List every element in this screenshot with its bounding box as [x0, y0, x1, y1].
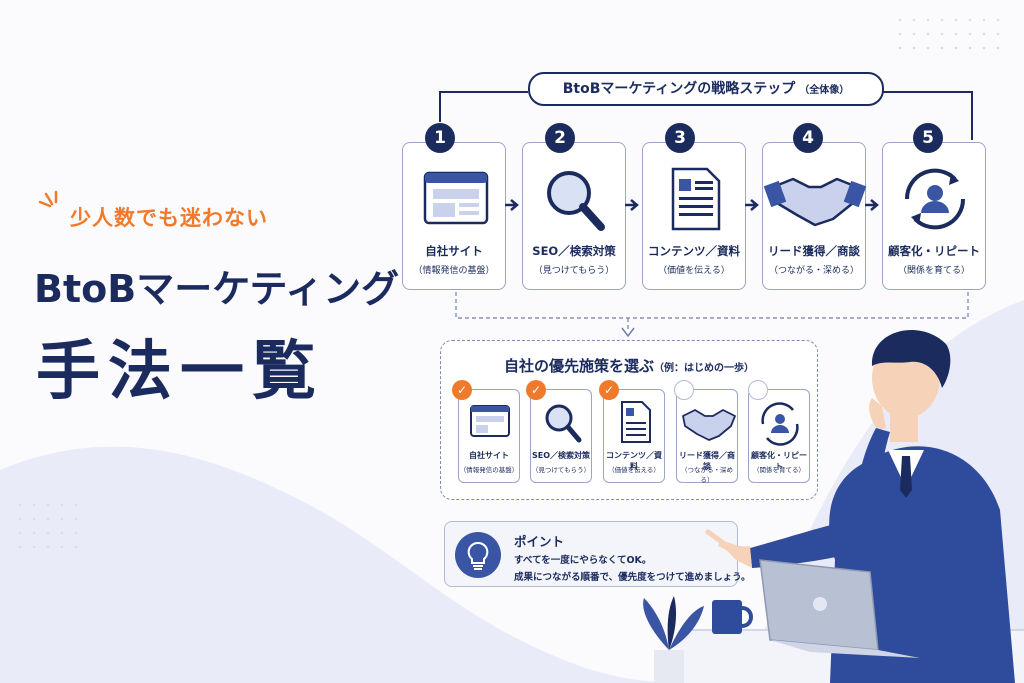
- step-number-1: 1: [425, 123, 455, 153]
- handshake-icon: [682, 409, 736, 441]
- step-number-2: 2: [545, 123, 575, 153]
- priority-selection-title: 自社の優先施策を選ぶ（例：はじめの一歩）: [441, 355, 817, 376]
- priority-card-retention[interactable]: 顧客化・リピート （関係を育てる）: [748, 389, 810, 483]
- priority-checkbox-checked[interactable]: ✓: [452, 380, 472, 400]
- arrow-right-icon: [745, 199, 759, 211]
- priority-sub: （価値を伝える）: [608, 466, 660, 474]
- point-line-2: 成果につながる順番で、優先度をつけて進めましょう。: [514, 572, 751, 583]
- priority-label: コンテンツ／資料: [606, 451, 662, 471]
- user-cycle-icon: [904, 168, 966, 230]
- handshake-icon: [763, 177, 867, 227]
- hero-title-line2: 手法一覧: [36, 335, 324, 409]
- magnifier-icon: [547, 171, 605, 231]
- strategy-header: BtoBマーケティングの戦略ステップ（全体像）: [528, 72, 884, 106]
- spark-icon: [38, 190, 58, 208]
- step-label: SEO／検索対策: [532, 244, 616, 258]
- priority-sub: （関係を育てる）: [753, 466, 805, 474]
- priority-sub: （情報発信の基盤）: [459, 466, 519, 474]
- priority-label: 顧客化・リピート: [751, 451, 807, 471]
- strategy-header-title: BtoBマーケティングの戦略ステップ: [562, 81, 796, 97]
- step-number-4: 4: [793, 123, 823, 153]
- priority-label: 自社サイト: [469, 451, 509, 460]
- hero-tagline: 少人数でも迷わない: [70, 206, 268, 230]
- priority-card-content[interactable]: コンテンツ／資料 （価値を伝える）: [603, 389, 665, 483]
- priority-card-website[interactable]: 自社サイト （情報発信の基盤）: [458, 389, 520, 483]
- priority-checkbox-unchecked[interactable]: [748, 380, 768, 400]
- priority-title-note: （例：はじめの一歩）: [654, 363, 754, 374]
- step-card-5: 顧客化・リピート （関係を育てる）: [882, 142, 986, 290]
- priority-sub: （見つけてもらう）: [531, 466, 591, 474]
- step-card-3: コンテンツ／資料 （価値を伝える）: [642, 142, 746, 290]
- step-label: コンテンツ／資料: [648, 244, 740, 258]
- step-label: 自社サイト: [425, 244, 483, 258]
- priority-label: リード獲得／商談: [679, 451, 735, 471]
- businessman-illustration: [643, 330, 1024, 683]
- step-number-3: 3: [665, 123, 695, 153]
- step-sub: （見つけてもらう）: [533, 266, 615, 276]
- arrow-right-icon: [865, 199, 879, 211]
- arrow-right-icon: [625, 199, 639, 211]
- magnifier-icon: [545, 404, 582, 443]
- strategy-header-note: （全体像）: [799, 85, 850, 96]
- priority-card-leads[interactable]: リード獲得／商談 （つながる・深める）: [676, 389, 738, 484]
- step-sub: （関係を育てる）: [897, 266, 970, 276]
- priority-checkbox-checked[interactable]: ✓: [526, 380, 546, 400]
- point-title: ポイント: [514, 534, 565, 549]
- step-card-4: リード獲得／商談 （つながる・深める）: [762, 142, 867, 290]
- step-label: リード獲得／商談: [768, 244, 860, 258]
- point-line-1: すべてを一度にやらなくてOK。: [514, 555, 652, 566]
- website-icon: [470, 405, 510, 437]
- priority-label: SEO／検索対策: [531, 451, 591, 460]
- arrow-right-icon: [505, 199, 519, 211]
- user-cycle-icon: [761, 402, 799, 446]
- document-icon: [621, 401, 651, 443]
- document-icon: [671, 167, 721, 231]
- point-icon-circle: [455, 532, 501, 578]
- priority-checkbox-checked[interactable]: ✓: [599, 380, 619, 400]
- step-sub: （つながる・深める）: [768, 266, 859, 276]
- website-icon: [423, 171, 489, 225]
- lightbulb-icon: [467, 541, 489, 570]
- step-card-1: 自社サイト （情報発信の基盤）: [402, 142, 506, 290]
- step-label: 顧客化・リピート: [888, 244, 980, 258]
- priority-card-seo[interactable]: SEO／検索対策 （見つけてもらう）: [530, 389, 592, 483]
- hero-title-line1: BtoBマーケティング: [34, 267, 400, 311]
- priority-sub: （つながる・深める）: [681, 466, 733, 484]
- step-sub: （価値を伝える）: [658, 266, 730, 276]
- priority-checkbox-unchecked[interactable]: [674, 380, 694, 400]
- step-sub: （情報発信の基盤）: [413, 266, 495, 276]
- step-number-5: 5: [913, 123, 943, 153]
- step-card-2: SEO／検索対策 （見つけてもらう）: [522, 142, 626, 290]
- priority-title-text: 自社の優先施策を選ぶ: [503, 357, 654, 375]
